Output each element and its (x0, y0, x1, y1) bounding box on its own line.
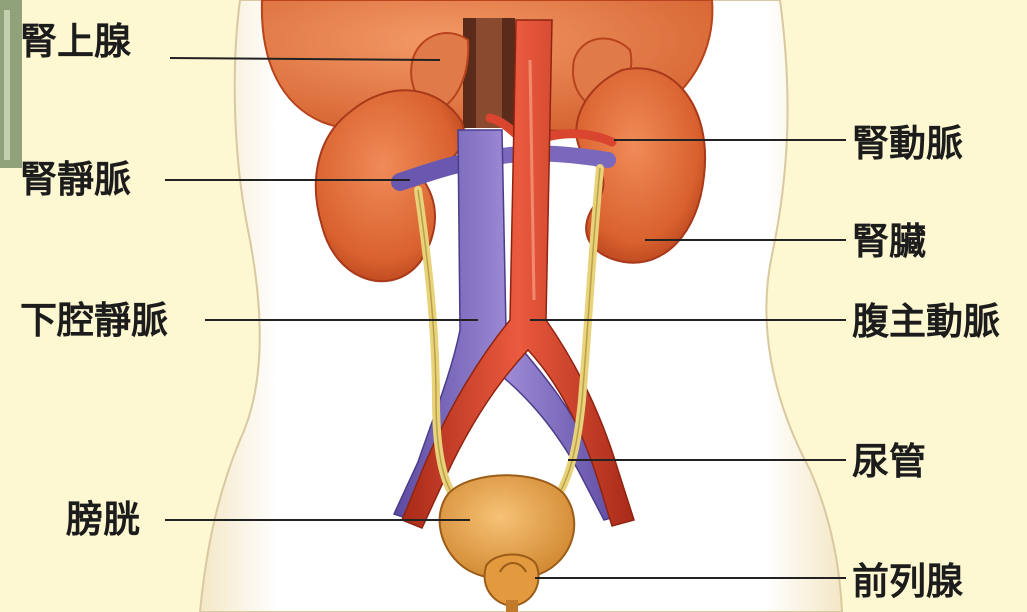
label-inferior-vena-cava: 下腔靜脈 (20, 299, 168, 343)
label-prostate: 前列腺 (852, 560, 963, 604)
label-abdominal-aorta: 腹主動脈 (852, 300, 1000, 344)
label-ureter: 尿管 (852, 440, 926, 484)
urethra (506, 600, 518, 612)
label-bladder: 膀胱 (66, 498, 140, 542)
label-renal-vein: 腎靜脈 (20, 158, 131, 202)
corner-decoration (0, 0, 22, 168)
label-kidney: 腎臟 (852, 220, 926, 264)
label-renal-artery: 腎動脈 (852, 122, 963, 166)
label-adrenal-gland: 腎上腺 (20, 20, 131, 64)
